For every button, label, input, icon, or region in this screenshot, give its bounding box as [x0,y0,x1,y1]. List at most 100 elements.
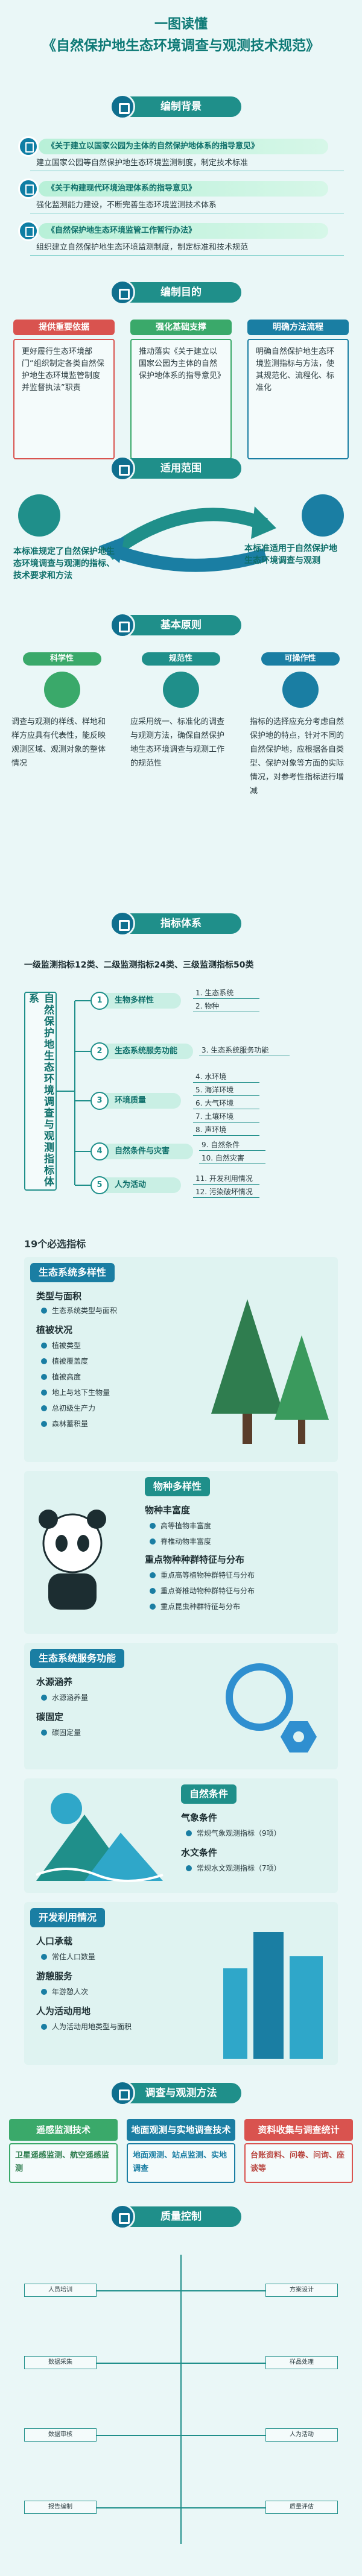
city-buildings-icon [223,1932,323,2059]
required-item: 森林蓄积量 [40,1419,88,1429]
principle-text-1: 调查与观测的样线、样地和样方应具有代表性，能反映观测区域、观测对象的整体情况 [11,717,106,768]
mountain-weather-icon [36,1793,164,1882]
required-card-2: 物种多样性 物种丰富度 高等植物丰富度 脊椎动物丰富度 重点物种种群特征与分布 … [24,1471,338,1634]
purpose-column-1: 提供重要依据 更好履行生态环境部门“组织制定各类自然保护地生态环境监管制度并监督… [13,320,115,459]
indicator-sub: 8. 声环境 [193,1124,259,1136]
required-sub: 人为活动用地 [36,2006,91,2017]
document-icon [18,178,39,199]
method-head-1: 遥感监测技术 [9,2119,118,2141]
indicator-group-5: 5 人为活动 [91,1176,181,1194]
quality-flowchart [60,2255,302,2544]
indicator-group-4: 4 自然条件与灾害 [91,1142,193,1160]
method-head-2: 地面观测与实地调查技术 [127,2119,235,2141]
principle-column-1: 科学性 调查与观测的样线、样地和样方应具有代表性，能反映观测区域、观测对象的整体… [9,652,115,770]
method-head-3: 资料收集与调查统计 [244,2119,353,2141]
required-item: 常住人口数量 [40,1951,95,1962]
indicator-sub: 12. 污染破坏情况 [193,1186,259,1198]
section-icon [110,2080,135,2106]
indicator-sub: 1. 生态系统 [193,987,259,999]
required-card-5: 开发利用情况 人口承载 常住人口数量 游憩服务 年游憩人次 人为活动用地 人为活… [24,1902,338,2065]
purpose-body-2: 推动落实《关于建立以国家公园为主体的自然保护地体系的指导意见》 [130,339,232,459]
quality-box: 人为活动 [265,2428,338,2442]
purpose-body-3: 明确自然保护地生态环境监测指标与方法，使其规范化、流程化、标准化 [247,339,349,459]
quality-box: 数据审核 [24,2428,97,2442]
section-icon [110,94,135,119]
required-card-title: 开发利用情况 [30,1908,106,1927]
principle-column-3: 可操作性 指标的选择应充分考虑自然保护地的特点，针对不同的自然保护地，应根据各自… [247,652,353,798]
section-title-indicators: 指标体系 [110,911,241,936]
quality-box: 样品处理 [265,2356,338,2369]
required-sub: 重点物种种群特征与分布 [145,1554,245,1565]
required-card-title: 生态系统多样性 [30,1263,115,1282]
principle-name-2: 规范性 [141,652,220,666]
required-card-title: 自然条件 [181,1784,237,1804]
quality-box: 方案设计 [265,2284,338,2297]
background-doc-3: 《自然保护地生态环境监管工作暂行办法》 [39,223,328,239]
location-pin-icon [18,494,60,537]
required-sub: 水文条件 [181,1847,218,1858]
required-item: 重点昆虫种群特征与分布 [148,1601,240,1612]
indicator-tree-root: 自然保护地生态环境调查与观测指标体系 [24,992,57,1191]
required-card-title: 物种多样性 [145,1477,211,1496]
indicator-sub: 2. 物种 [193,1001,259,1012]
required-item: 植被类型 [40,1340,81,1351]
molecule-icon [226,1663,317,1752]
method-body-2: 地面观测、站点监测、实地调查 [127,2143,235,2183]
page-title: 《自然保护地生态环境调查与观测技术规范》 [42,38,320,54]
method-body-1: 卫星遥感监测、航空遥感监测 [9,2143,118,2183]
purpose-column-2: 强化基础支撑 推动落实《关于建立以国家公园为主体的自然保护地体系的指导意见》 [130,320,232,459]
principle-text-3: 指标的选择应充分考虑自然保护地的特点，针对不同的自然保护地，应根据各自类型、保护… [250,717,345,796]
checklist-icon [282,672,319,708]
indicator-sub: 7. 土壤环境 [193,1111,259,1123]
quality-box: 数据采集 [24,2356,97,2369]
required-item: 水源涵养量 [40,1692,88,1703]
book-icon [302,494,344,537]
document-icon [18,221,39,241]
method-column-1: 遥感监测技术 卫星遥感监测、航空遥感监测 [9,2119,118,2183]
section-title-methods: 调查与观测方法 [110,2080,241,2106]
indicator-sub: 4. 水环境 [193,1071,259,1083]
header: 一图读懂 《自然保护地生态环境调查与观测技术规范》 [0,0,362,90]
background-desc-1: 建立国家公园等自然保护地生态环境监测制度，制定技术标准 [30,157,344,171]
method-column-3: 资料收集与调查统计 台账资料、问卷、问询、座谈等 [244,2119,353,2183]
required-card-title: 生态系统服务功能 [30,1649,125,1668]
required-card-1: 生态系统多样性 类型与面积 生态系统类型与面积 植被状况 植被类型 植被覆盖度 … [24,1257,338,1462]
required-sub: 类型与面积 [36,1291,82,1302]
microscope-icon [43,672,80,708]
background-desc-2: 强化监测能力建设，不断完善生态环境监测技术体系 [30,199,344,213]
background-doc-1: 《关于建立以国家公园为主体的自然保护地体系的指导意见》 [39,139,328,154]
section-title-background: 编制背景 [110,94,241,119]
indicator-summary: 一级监测指标12类、二级监测指标24类、三级监测指标50类 [24,960,254,970]
clipboard-icon [162,672,199,708]
quality-box: 质量评估 [265,2501,338,2514]
required-item: 常规水文观测指标（7项） [185,1863,281,1874]
section-icon [110,2204,135,2229]
required-sub: 水源涵养 [36,1677,73,1687]
required-sub: 物种丰富度 [145,1505,191,1516]
principle-name-1: 科学性 [22,652,101,666]
required-item: 总初级生产力 [40,1403,95,1414]
tree-connector [57,1000,91,1186]
indicator-sub: 9. 自然条件 [199,1139,265,1151]
indicator-group-2: 2 生态系统服务功能 [91,1042,193,1060]
required-item: 年游憩人次 [40,1986,88,1997]
indicator-sub: 3. 生态系统服务功能 [199,1045,290,1056]
method-body-3: 台账资料、问卷、问询、座谈等 [244,2143,353,2183]
scope-right-text: 本标准适用于自然保护地生态环境调查与观测 [244,544,337,565]
quality-box: 人员培训 [24,2284,97,2297]
purpose-head-3: 明确方法流程 [247,320,349,335]
required-sub: 碳固定 [36,1712,64,1722]
background-doc-2: 《关于构建现代环境治理体系的指导意见》 [39,181,328,197]
section-title-scope: 适用范围 [110,456,241,481]
indicator-sub: 5. 海洋环境 [193,1085,259,1096]
section-title-principles: 基本原则 [110,613,241,638]
quality-box: 报告编制 [24,2501,97,2514]
required-sub: 游憩服务 [36,1971,73,1982]
indicator-sub: 10. 自然灾害 [199,1153,265,1164]
section-title-purpose: 编制目的 [110,280,241,305]
required-item: 地上与地下生物量 [40,1387,110,1398]
indicator-sub: 6. 大气环境 [193,1098,259,1109]
required-item: 植被高度 [40,1371,81,1382]
required-sub: 气象条件 [181,1812,218,1823]
